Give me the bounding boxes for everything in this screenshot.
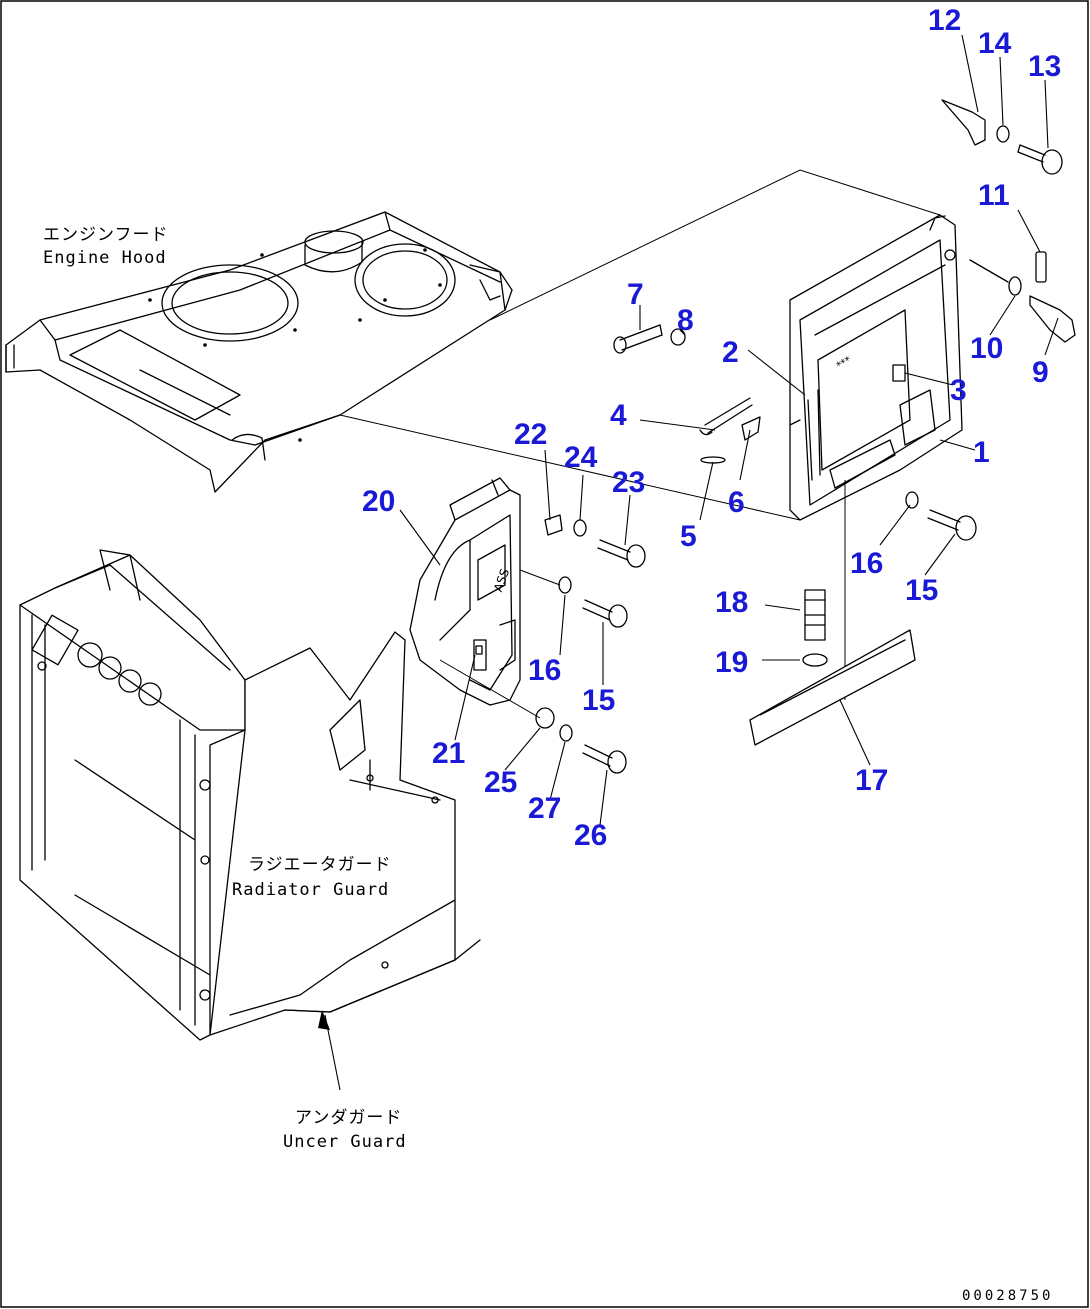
under-guard-label-en: Uncer Guard <box>283 1132 407 1152</box>
part-20-cover-drawing: ASS <box>409 477 521 706</box>
part-number: 18 <box>715 586 748 619</box>
front-cover-bolt-hardware <box>519 569 628 628</box>
part-number: 1 <box>973 436 990 469</box>
part-number: 8 <box>677 304 694 337</box>
engine-hood-label-jp: エンジンフード <box>43 225 169 245</box>
part-number-labels: 12 14 13 11 10 9 7 8 2 3 4 1 6 5 22 24 2… <box>362 4 1061 852</box>
part-number: 12 <box>928 4 961 37</box>
part-number: 15 <box>582 684 615 717</box>
part-number: 4 <box>610 399 627 432</box>
part-number: 9 <box>1032 356 1049 389</box>
part-number: 23 <box>612 466 645 499</box>
part-number: 25 <box>484 766 517 799</box>
part-1-door-drawing: *** <box>339 169 963 700</box>
part-number: 16 <box>528 654 561 687</box>
part-number: 27 <box>528 792 561 825</box>
part-number: 3 <box>950 374 967 407</box>
door-bolt-hardware <box>905 491 977 541</box>
drawing-number: 00028750 <box>962 1288 1053 1304</box>
part-number: 20 <box>362 485 395 518</box>
radiator-guard-label-jp: ラジエータガード <box>248 855 392 875</box>
hinge-bracket-hardware <box>941 99 1063 175</box>
front-cover-bracket-hardware <box>544 514 646 568</box>
part-number: 15 <box>905 574 938 607</box>
lower-bolt-hardware <box>439 659 627 774</box>
part-number: 21 <box>432 737 465 770</box>
part-number: 2 <box>722 336 739 369</box>
part-number: 6 <box>728 486 745 519</box>
engine-hood-drawing <box>5 211 513 493</box>
under-guard-label-jp: アンダガード <box>295 1108 402 1128</box>
part-number: 13 <box>1028 50 1061 83</box>
part-number: 7 <box>627 278 644 311</box>
hinge-pin-hardware <box>613 324 801 464</box>
part-number: 14 <box>978 27 1012 60</box>
radiator-guard-label-en: Radiator Guard <box>232 880 389 900</box>
part-number: 17 <box>855 764 888 797</box>
part-number: 11 <box>978 179 1010 212</box>
part-number: 24 <box>564 441 598 474</box>
part-number: 19 <box>715 646 748 679</box>
part-number: 16 <box>850 547 883 580</box>
part-number: 5 <box>680 520 697 553</box>
engine-hood-label-en: Engine Hood <box>43 248 167 268</box>
part-number: 22 <box>514 418 547 451</box>
leader-lines <box>399 34 1059 826</box>
part-number: 26 <box>574 819 607 852</box>
plate-hardware <box>749 589 916 746</box>
handle-hardware <box>969 251 1076 343</box>
part-number: 10 <box>970 332 1003 365</box>
radiator-guard-drawing <box>19 549 481 1091</box>
